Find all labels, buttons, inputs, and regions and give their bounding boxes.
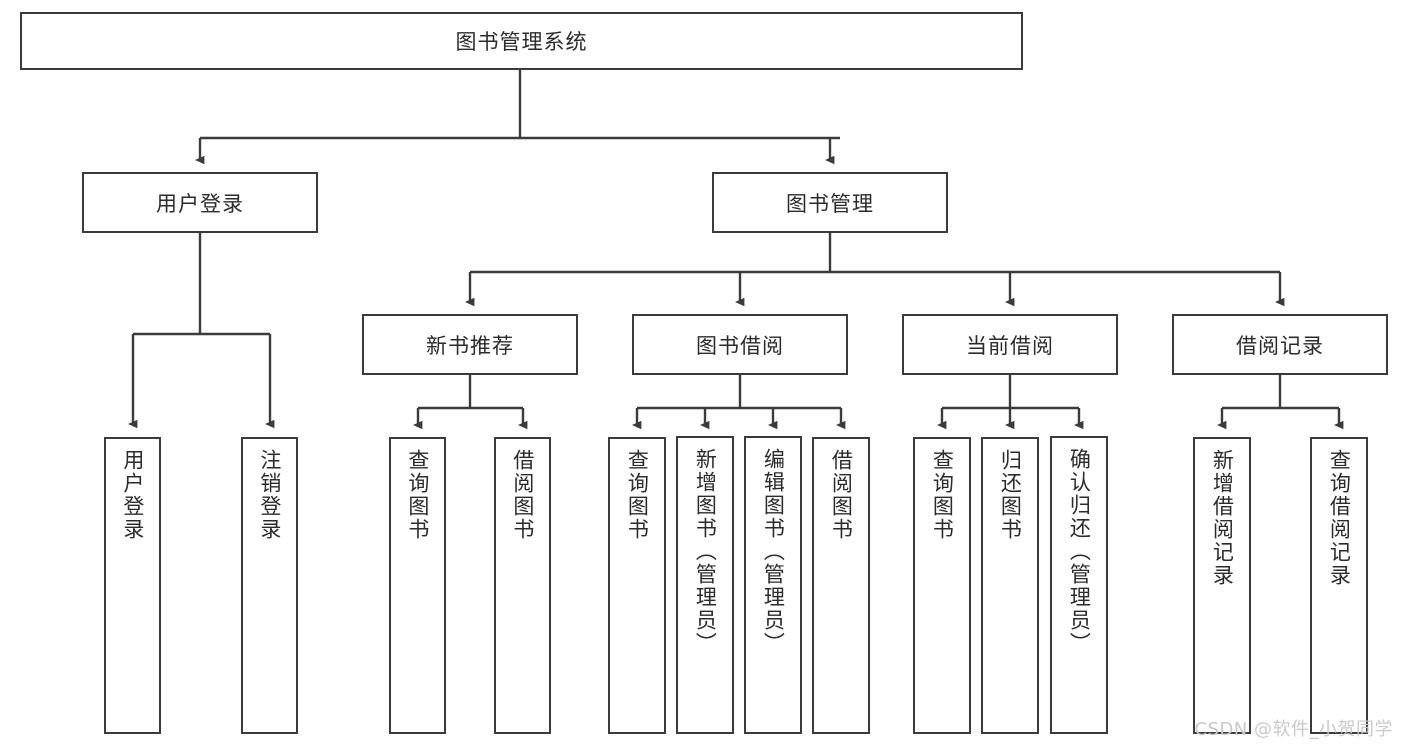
leaf-current-borrow-return[interactable]: 归还图书 xyxy=(981,437,1039,734)
leaf-label: 新增图书（管理员） xyxy=(693,448,718,655)
node-current-borrow[interactable]: 当前借阅 xyxy=(902,314,1118,375)
leaf-book-borrow-borrow[interactable]: 借阅图书 xyxy=(812,437,870,734)
node-user-login[interactable]: 用户登录 xyxy=(82,172,318,233)
leaf-label: 查询图书 xyxy=(625,449,650,541)
leaf-label: 借阅图书 xyxy=(510,449,535,541)
leaf-current-borrow-confirm[interactable]: 确认归还（管理员） xyxy=(1050,436,1108,734)
leaf-label: 新增借阅记录 xyxy=(1210,449,1235,587)
leaf-book-borrow-edit[interactable]: 编辑图书（管理员） xyxy=(744,436,802,734)
leaf-label: 用户登录 xyxy=(120,449,145,541)
leaf-book-borrow-add[interactable]: 新增图书（管理员） xyxy=(676,436,734,734)
leaf-label: 查询图书 xyxy=(930,449,955,541)
leaf-label: 注销登录 xyxy=(257,449,282,541)
leaf-book-borrow-query[interactable]: 查询图书 xyxy=(608,437,666,734)
leaf-label: 归还图书 xyxy=(998,449,1023,541)
leaf-label: 借阅图书 xyxy=(829,449,854,541)
node-root-system[interactable]: 图书管理系统 xyxy=(20,12,1023,70)
leaf-label: 确认归还（管理员） xyxy=(1067,448,1092,655)
node-borrow-record[interactable]: 借阅记录 xyxy=(1172,314,1388,375)
leaf-label: 查询借阅记录 xyxy=(1327,449,1352,587)
leaf-borrow-record-add[interactable]: 新增借阅记录 xyxy=(1193,437,1251,734)
leaf-label: 查询图书 xyxy=(405,449,430,541)
leaf-user-login-logout[interactable]: 注销登录 xyxy=(241,437,298,734)
node-book-borrow[interactable]: 图书借阅 xyxy=(632,314,848,375)
node-new-book-recommend[interactable]: 新书推荐 xyxy=(362,314,578,375)
leaf-borrow-record-query[interactable]: 查询借阅记录 xyxy=(1310,437,1368,734)
node-book-management[interactable]: 图书管理 xyxy=(712,172,948,233)
leaf-user-login-login[interactable]: 用户登录 xyxy=(104,437,161,734)
watermark-text: CSDN @软件_小贺同学 xyxy=(1194,719,1393,740)
leaf-new-book-borrow[interactable]: 借阅图书 xyxy=(494,437,551,734)
leaf-current-borrow-query[interactable]: 查询图书 xyxy=(913,437,971,734)
leaf-new-book-query[interactable]: 查询图书 xyxy=(389,437,446,734)
leaf-label: 编辑图书（管理员） xyxy=(761,448,786,655)
